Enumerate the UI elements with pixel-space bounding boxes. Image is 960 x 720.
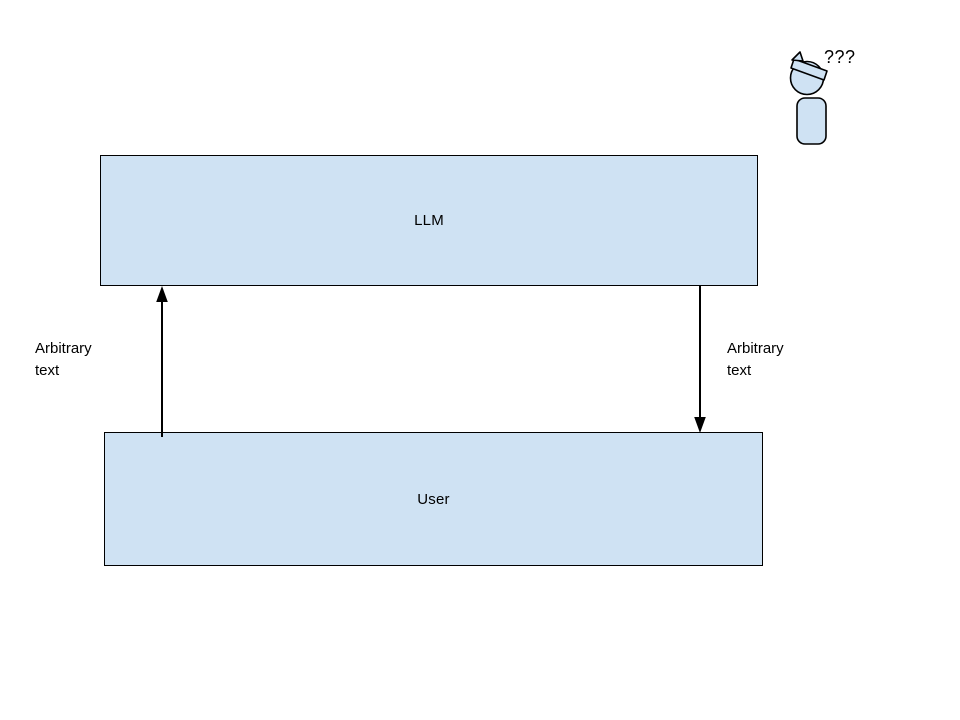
person-cap-peak-icon [791, 51, 804, 62]
person-cap-icon [790, 58, 828, 81]
person-body [796, 97, 827, 145]
confused-person-icon [789, 51, 828, 145]
llm-box-label: LLM [414, 212, 444, 229]
user-box: User [104, 432, 763, 566]
llm-box: LLM [100, 155, 758, 286]
down-arrow [694, 286, 706, 433]
up-arrow-label: Arbitrary text [35, 340, 92, 379]
question-marks-label: ??? [824, 47, 856, 67]
down-arrow-label: Arbitrary text [727, 340, 784, 379]
user-box-label: User [417, 490, 450, 508]
up-arrow [156, 286, 168, 437]
